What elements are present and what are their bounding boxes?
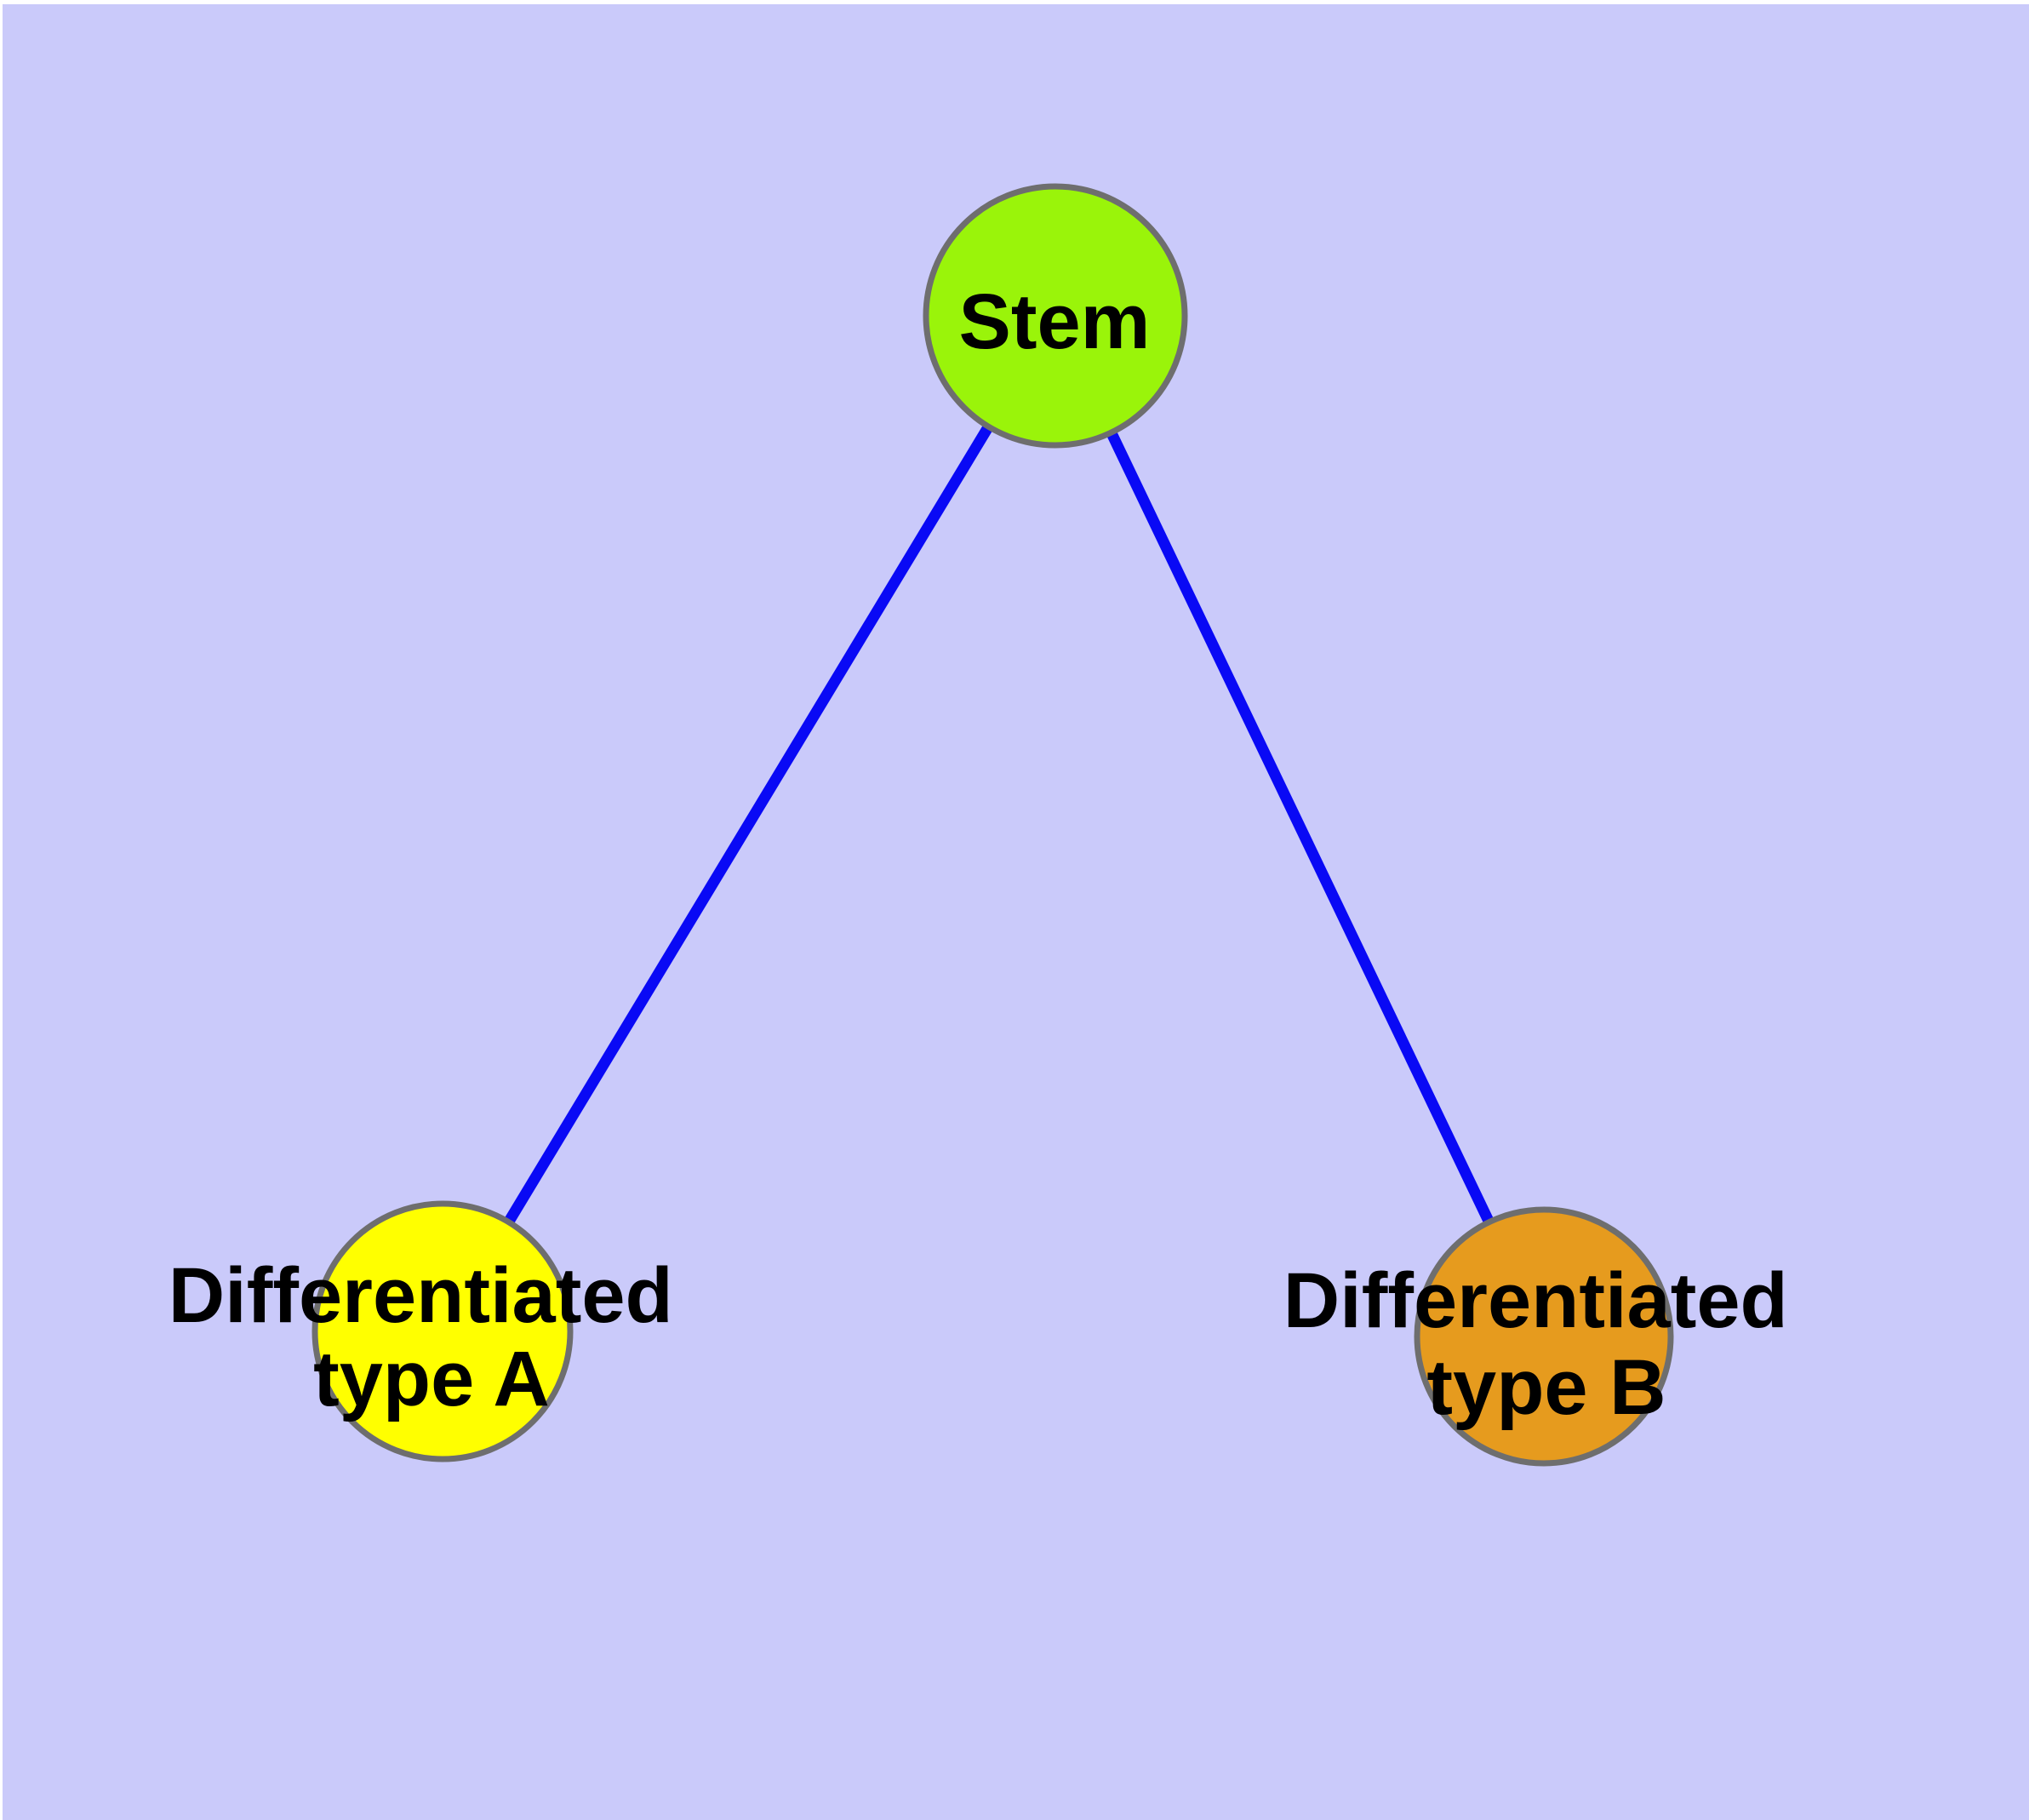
node-stem bbox=[923, 183, 1188, 449]
node-type-a bbox=[311, 1200, 574, 1462]
node-type-a-label: Differentiated type A bbox=[169, 1252, 695, 1422]
node-stem-label: Stem bbox=[959, 278, 1151, 365]
node-type-b-label-line2: type B bbox=[1426, 1344, 1666, 1431]
node-type-a-label-line2: type A bbox=[313, 1336, 550, 1422]
node-type-a-label-line1: Differentiated bbox=[169, 1252, 673, 1339]
node-type-b-label-line1: Differentiated bbox=[1283, 1257, 1788, 1344]
edge-stem-to-type-a bbox=[437, 312, 1060, 1335]
edge-stem-to-type-b bbox=[1050, 313, 1549, 1339]
node-type-b-label: Differentiated type B bbox=[1283, 1257, 1810, 1431]
node-type-b bbox=[1414, 1206, 1674, 1467]
